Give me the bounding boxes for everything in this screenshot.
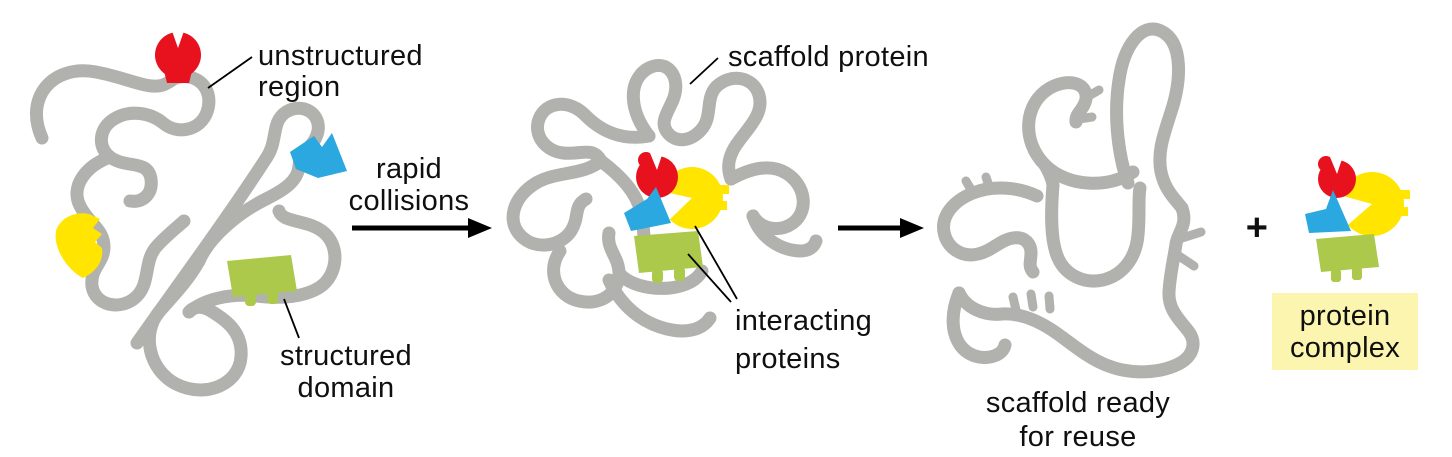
green-protein-leg bbox=[1352, 267, 1362, 280]
green-protein-leg bbox=[652, 269, 663, 283]
binding-tick bbox=[1168, 247, 1199, 271]
red-protein bbox=[636, 152, 678, 198]
label-interacting-proteins: proteins bbox=[735, 343, 841, 375]
yellow-protein-tab bbox=[716, 185, 729, 194]
strand-segment bbox=[724, 161, 810, 236]
green-protein-body bbox=[634, 231, 703, 273]
label-unstructured-region: unstructured bbox=[258, 40, 423, 72]
binding-tick bbox=[1044, 291, 1055, 314]
label-protein-complex: complex bbox=[1290, 332, 1400, 364]
binding-tick bbox=[1082, 85, 1104, 102]
binding-tick bbox=[1026, 289, 1038, 312]
red-protein-body bbox=[636, 156, 678, 198]
label-rapid-collisions: collisions bbox=[349, 185, 470, 217]
transition-release bbox=[838, 218, 924, 238]
pointer-scaffold-protein bbox=[689, 57, 719, 85]
stage3-released-scaffold bbox=[937, 22, 1206, 379]
strand-segment bbox=[70, 150, 191, 312]
strand-segment bbox=[142, 254, 248, 397]
binding-site-ticks bbox=[961, 85, 1206, 315]
green-structured-domain bbox=[227, 255, 297, 306]
stage2-assembled-scaffold bbox=[506, 57, 823, 338]
figure-labels: unstructured region rapid collisions str… bbox=[258, 40, 1400, 453]
green-domain-body bbox=[227, 255, 297, 297]
red-ligand-notch bbox=[172, 31, 184, 48]
strand-segment bbox=[937, 181, 1044, 279]
pointer-unstructured-region bbox=[207, 56, 253, 89]
released-cluster bbox=[1305, 156, 1410, 282]
green-protein bbox=[1316, 234, 1379, 282]
strand-segment bbox=[547, 226, 626, 309]
scaffold-strand bbox=[30, 64, 342, 397]
strand-segment bbox=[1022, 76, 1140, 190]
label-unstructured-region: region bbox=[258, 71, 340, 103]
plus-sign: + bbox=[1246, 207, 1269, 249]
green-protein-leg bbox=[1331, 269, 1341, 282]
label-rapid-collisions: rapid bbox=[376, 153, 442, 185]
scaffold-strand bbox=[937, 22, 1200, 379]
red-protein-notch bbox=[650, 152, 663, 170]
strand-segment bbox=[946, 286, 1012, 364]
green-domain-leg bbox=[245, 291, 256, 306]
green-protein bbox=[634, 231, 703, 283]
label-structured-domain: domain bbox=[298, 372, 395, 404]
red-protein-notch bbox=[1330, 156, 1343, 174]
strand-segment bbox=[746, 209, 823, 258]
arrow-head bbox=[468, 218, 492, 238]
strand-segment bbox=[531, 97, 656, 168]
yellow-protein-tab bbox=[714, 201, 727, 210]
transition-rapid-collisions bbox=[352, 218, 492, 238]
pointer-interacting-proteins bbox=[687, 253, 732, 303]
binding-tick bbox=[1074, 112, 1097, 124]
arrow-head bbox=[900, 218, 924, 238]
label-scaffold-ready: for reuse bbox=[1019, 421, 1136, 453]
label-structured-domain: structured bbox=[280, 340, 412, 372]
blue-protein bbox=[1305, 190, 1351, 233]
strand-segment bbox=[1110, 22, 1189, 215]
strand-segment bbox=[130, 101, 325, 350]
green-protein-leg bbox=[674, 267, 685, 281]
scaffold-strand bbox=[506, 59, 823, 338]
label-protein-complex: protein bbox=[1300, 300, 1391, 332]
red-ligand-base bbox=[163, 67, 193, 83]
red-protein-body bbox=[1318, 160, 1356, 198]
red-ligand bbox=[155, 31, 201, 83]
stage4-protein-complex bbox=[1272, 156, 1418, 370]
bound-protein-cluster bbox=[624, 152, 729, 283]
stage1-unbound-scaffold bbox=[30, 31, 347, 397]
strand-segment bbox=[30, 64, 216, 208]
strand-segment bbox=[612, 264, 709, 295]
pointer-interacting-proteins bbox=[694, 225, 738, 300]
blue-protein bbox=[624, 187, 671, 231]
binding-tick bbox=[981, 172, 995, 194]
strand-segment bbox=[626, 59, 767, 186]
blue-ligand bbox=[290, 133, 347, 178]
label-scaffold-ready: scaffold ready bbox=[986, 387, 1170, 419]
strand-segment bbox=[602, 273, 717, 338]
binding-tick bbox=[1171, 227, 1206, 245]
yellow-protein-tab bbox=[1395, 207, 1408, 216]
red-ligand-body bbox=[155, 32, 201, 78]
strand-segment bbox=[182, 204, 342, 319]
label-scaffold-protein: scaffold protein bbox=[728, 41, 929, 73]
strand-segment bbox=[952, 201, 1200, 379]
binding-tick bbox=[961, 176, 978, 198]
pointer-structured-domain bbox=[283, 298, 300, 339]
yellow-ligand bbox=[55, 213, 103, 278]
green-protein-body bbox=[1316, 234, 1379, 272]
strand-segment bbox=[506, 154, 608, 252]
green-domain-leg bbox=[267, 289, 278, 304]
strand-segment bbox=[1045, 178, 1147, 288]
binding-tick bbox=[1008, 292, 1021, 315]
protein-complex-highlight-box bbox=[1272, 293, 1418, 370]
label-interacting-proteins: interacting bbox=[735, 305, 872, 337]
yellow-protein-tab bbox=[1397, 190, 1410, 199]
red-protein bbox=[1318, 156, 1356, 198]
